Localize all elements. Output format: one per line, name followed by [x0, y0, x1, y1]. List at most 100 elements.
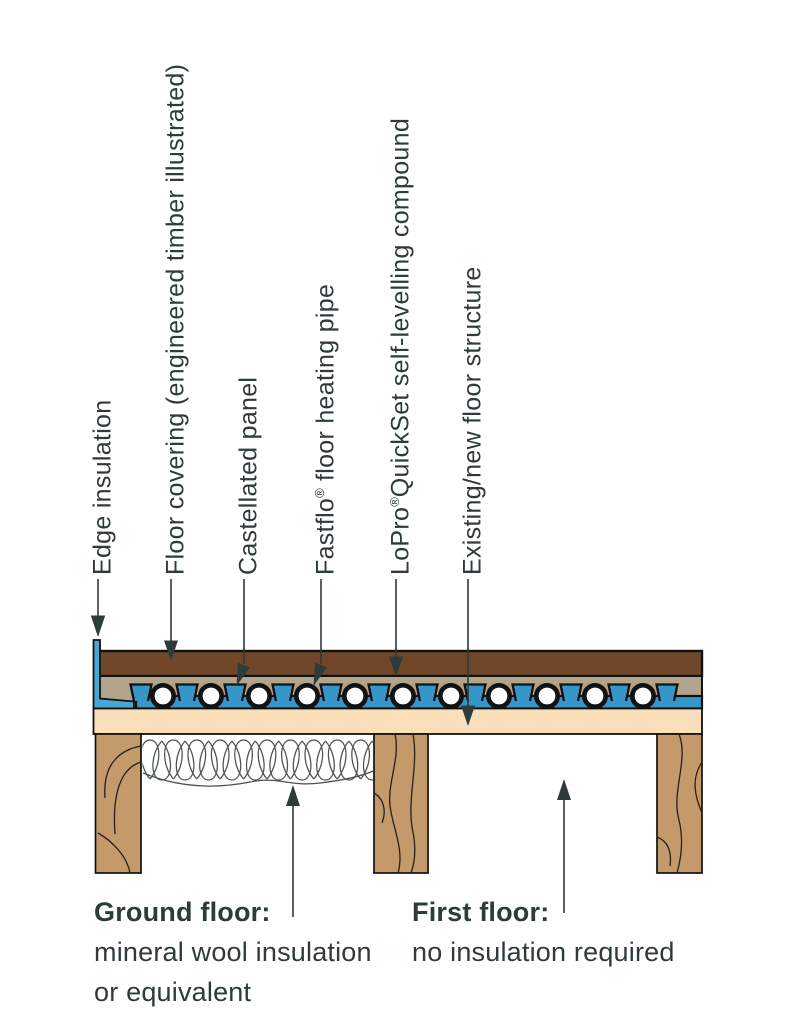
wool-loop — [210, 739, 230, 780]
wool-loop — [222, 740, 242, 781]
wool-loop — [327, 739, 347, 780]
wood-grain — [694, 761, 703, 814]
castellation — [655, 683, 679, 702]
castellation — [415, 683, 439, 702]
wool-loop — [142, 739, 160, 780]
wool-loop — [234, 739, 254, 780]
castellation — [511, 683, 535, 702]
ground-floor-line2: or equivalent — [94, 977, 252, 1007]
heating-pipe — [293, 682, 320, 709]
castellation — [463, 683, 487, 702]
wool-loop — [339, 740, 359, 781]
heating-pipe — [389, 682, 416, 709]
wool-loop — [316, 740, 335, 781]
castellation — [319, 683, 343, 702]
castellation — [607, 683, 631, 702]
arrow-head-icon — [286, 785, 300, 806]
heating-pipe — [246, 682, 273, 709]
heating-pipe — [581, 682, 608, 709]
castellation — [271, 683, 295, 702]
castellation — [223, 683, 247, 702]
castellation — [559, 683, 583, 702]
label-floor-covering: Floor covering (engineered timber illust… — [155, 64, 189, 575]
wool-loop — [280, 739, 300, 780]
wool-loop — [269, 740, 289, 781]
registered-trademark: ® — [387, 497, 402, 507]
heating-pipe-arrow — [313, 579, 328, 686]
label-text: QuickSet self-levelling compound — [386, 117, 415, 498]
label-text: floor heating pipe — [311, 283, 340, 489]
first-floor-line1: no insulation required — [412, 937, 675, 967]
compound-arrow — [389, 579, 403, 677]
arrow-head-icon — [461, 705, 475, 726]
wood-grain — [113, 761, 142, 835]
arrow-head-icon — [164, 640, 178, 661]
wood-grain — [389, 733, 401, 874]
label-text: Existing/new floor structure — [458, 266, 487, 575]
deck-layer — [92, 707, 703, 735]
joist-middle — [373, 733, 429, 874]
wool-loop — [187, 739, 207, 780]
wood-grain — [104, 745, 142, 799]
label-text: Edge insulation — [88, 399, 117, 575]
label-floor-structure: Existing/new floor structure — [452, 266, 486, 575]
label-text: Castellated panel — [234, 376, 263, 575]
insulation-bottom-line — [142, 770, 374, 787]
arrow-head-icon — [236, 662, 251, 686]
label-levelling-compound: LoPro®QuickSet self-levelling compound — [380, 118, 414, 575]
heating-pipe — [198, 682, 225, 709]
wood-grain — [97, 832, 131, 874]
label-edge-insulation: Edge insulation — [82, 400, 116, 575]
wool-loop — [163, 739, 183, 780]
castellation — [175, 683, 199, 702]
wool-loop — [175, 740, 195, 781]
ground-floor-heading: Ground floor: — [94, 897, 271, 927]
wool-loop — [351, 739, 371, 780]
castellated-panel-arrow — [236, 579, 251, 686]
wool-loop — [245, 740, 265, 781]
first-floor-heading: First floor: — [412, 897, 550, 927]
label-heating-pipe: Fastflo® floor heating pipe — [305, 284, 339, 575]
wool-loop — [257, 739, 277, 780]
arrow-head-icon — [90, 615, 106, 637]
first-floor-note: First floor: no insulation required — [412, 892, 675, 972]
first-floor-arrow — [557, 779, 571, 913]
heating-pipe — [341, 682, 368, 709]
wood-grain — [410, 733, 416, 874]
ground-floor-line1: mineral wool insulation — [94, 937, 372, 967]
arrow-head-icon — [389, 656, 403, 677]
callout-arrows — [90, 579, 571, 917]
heating-pipe — [533, 682, 560, 709]
floor-covering-arrow — [164, 579, 178, 661]
castellation — [129, 683, 153, 702]
registered-trademark: ® — [312, 488, 327, 498]
wool-loop — [362, 740, 374, 781]
wool-loop — [152, 740, 172, 781]
ground-floor-note: Ground floor: mineral wool insulation or… — [94, 892, 372, 1012]
joist-right — [656, 733, 703, 874]
label-text: Floor covering (engineered timber illust… — [161, 63, 190, 575]
heating-pipe — [629, 682, 656, 709]
heating-pipe — [485, 682, 512, 709]
joist-left — [94, 733, 142, 874]
castellation — [367, 683, 391, 702]
mineral-wool-insulation — [142, 739, 374, 787]
wood-grain — [373, 792, 385, 824]
wood-grain — [656, 836, 672, 867]
label-text: Fastflo — [311, 497, 340, 575]
ground-floor-insulation-arrow — [286, 785, 300, 917]
arrow-head-icon — [557, 779, 571, 800]
heating-pipe — [150, 682, 177, 709]
castellated-panel — [129, 682, 704, 710]
wool-loop — [304, 739, 324, 780]
arrow-head-icon — [313, 662, 328, 686]
edge-insulation-arrow — [90, 579, 106, 637]
wool-loop — [199, 740, 218, 781]
label-castellated-panel: Castellated panel — [228, 377, 262, 575]
label-text: LoPro — [386, 506, 415, 575]
wool-loop — [292, 740, 312, 781]
floor-structure-arrow — [461, 579, 475, 726]
wood-grain — [676, 733, 683, 874]
